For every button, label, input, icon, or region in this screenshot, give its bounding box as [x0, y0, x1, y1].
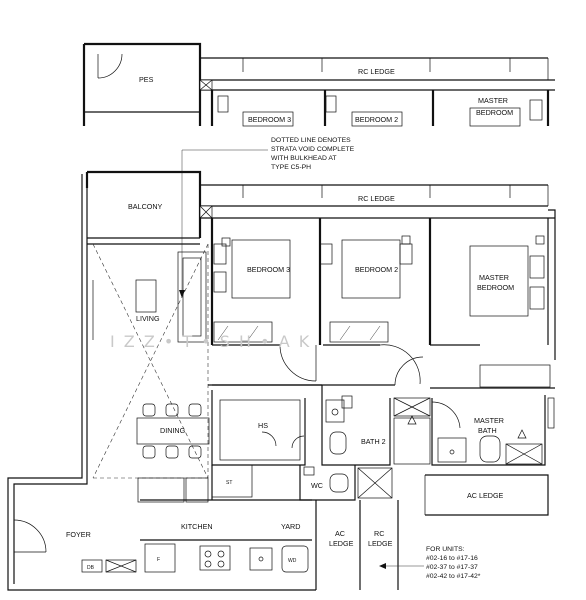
- hs-label: HS: [258, 421, 268, 430]
- foyer-label: FOYER: [66, 530, 91, 539]
- note-arrow-icon: [179, 290, 185, 298]
- watermark: I Z Z • T • S H • A K: [110, 332, 311, 351]
- ac-ledge-label-1: AC: [335, 529, 345, 538]
- master-bath-label-2: BATH: [478, 426, 497, 435]
- master-bath-label-1: MASTER: [474, 416, 504, 425]
- st-label: ST: [226, 480, 232, 486]
- units-line-3: #02-42 to #17-42*: [426, 573, 481, 580]
- units-title: FOR UNITS:: [426, 546, 465, 553]
- bath2-label: BATH 2: [361, 437, 386, 446]
- balcony-label: BALCONY: [128, 202, 163, 211]
- note-line-4: TYPE C5-PH: [271, 164, 311, 171]
- master-top-label-1: MASTER: [478, 96, 508, 105]
- rc-ledge-top-label: RC LEDGE: [358, 67, 395, 76]
- ac-ledge-right-label: AC LEDGE: [467, 491, 504, 500]
- units-line-2: #02-37 to #17-37: [426, 564, 478, 571]
- note-line-2: STRATA VOID COMPLETE: [271, 146, 355, 153]
- bedroom3-top-label: BEDROOM 3: [248, 115, 291, 124]
- rc-ledge-bottom-label-1: RC: [374, 529, 384, 538]
- kitchen-label: KITCHEN: [181, 522, 213, 531]
- yard-label: YARD: [281, 522, 300, 531]
- upper-floor-plan: [82, 42, 555, 127]
- wc-label: WC: [311, 481, 323, 490]
- units-arrow-icon: [379, 563, 386, 569]
- master-top-label-2: BEDROOM: [476, 108, 513, 117]
- bedroom3-label: BEDROOM 3: [247, 265, 290, 274]
- rc-ledge-bottom-label-2: LEDGE: [368, 539, 393, 548]
- note-line-1: DOTTED LINE DENOTES: [271, 137, 351, 144]
- dining-label: DINING: [160, 426, 186, 435]
- pes-label: PES: [139, 75, 154, 84]
- master-bedroom-label-2: BEDROOM: [477, 283, 514, 292]
- main-floor-plan: [7, 170, 556, 591]
- rc-ledge-label: RC LEDGE: [358, 194, 395, 203]
- living-label: LIVING: [136, 314, 160, 323]
- bedroom2-top-label: BEDROOM 2: [355, 115, 398, 124]
- strata-void-note: DOTTED LINE DENOTES STRATA VOID COMPLETE…: [179, 137, 355, 298]
- master-bedroom-label-1: MASTER: [479, 273, 509, 282]
- note-line-3: WITH BULKHEAD AT: [271, 155, 337, 162]
- units-line-1: #02-16 to #17-16: [426, 555, 478, 562]
- f-label: F: [157, 557, 160, 563]
- units-note: FOR UNITS: #02-16 to #17-16 #02-37 to #1…: [379, 546, 481, 580]
- wd-label: WD: [288, 558, 297, 564]
- db-label: DB: [87, 565, 95, 571]
- ac-ledge-label-2: LEDGE: [329, 539, 354, 548]
- bedroom2-label: BEDROOM 2: [355, 265, 398, 274]
